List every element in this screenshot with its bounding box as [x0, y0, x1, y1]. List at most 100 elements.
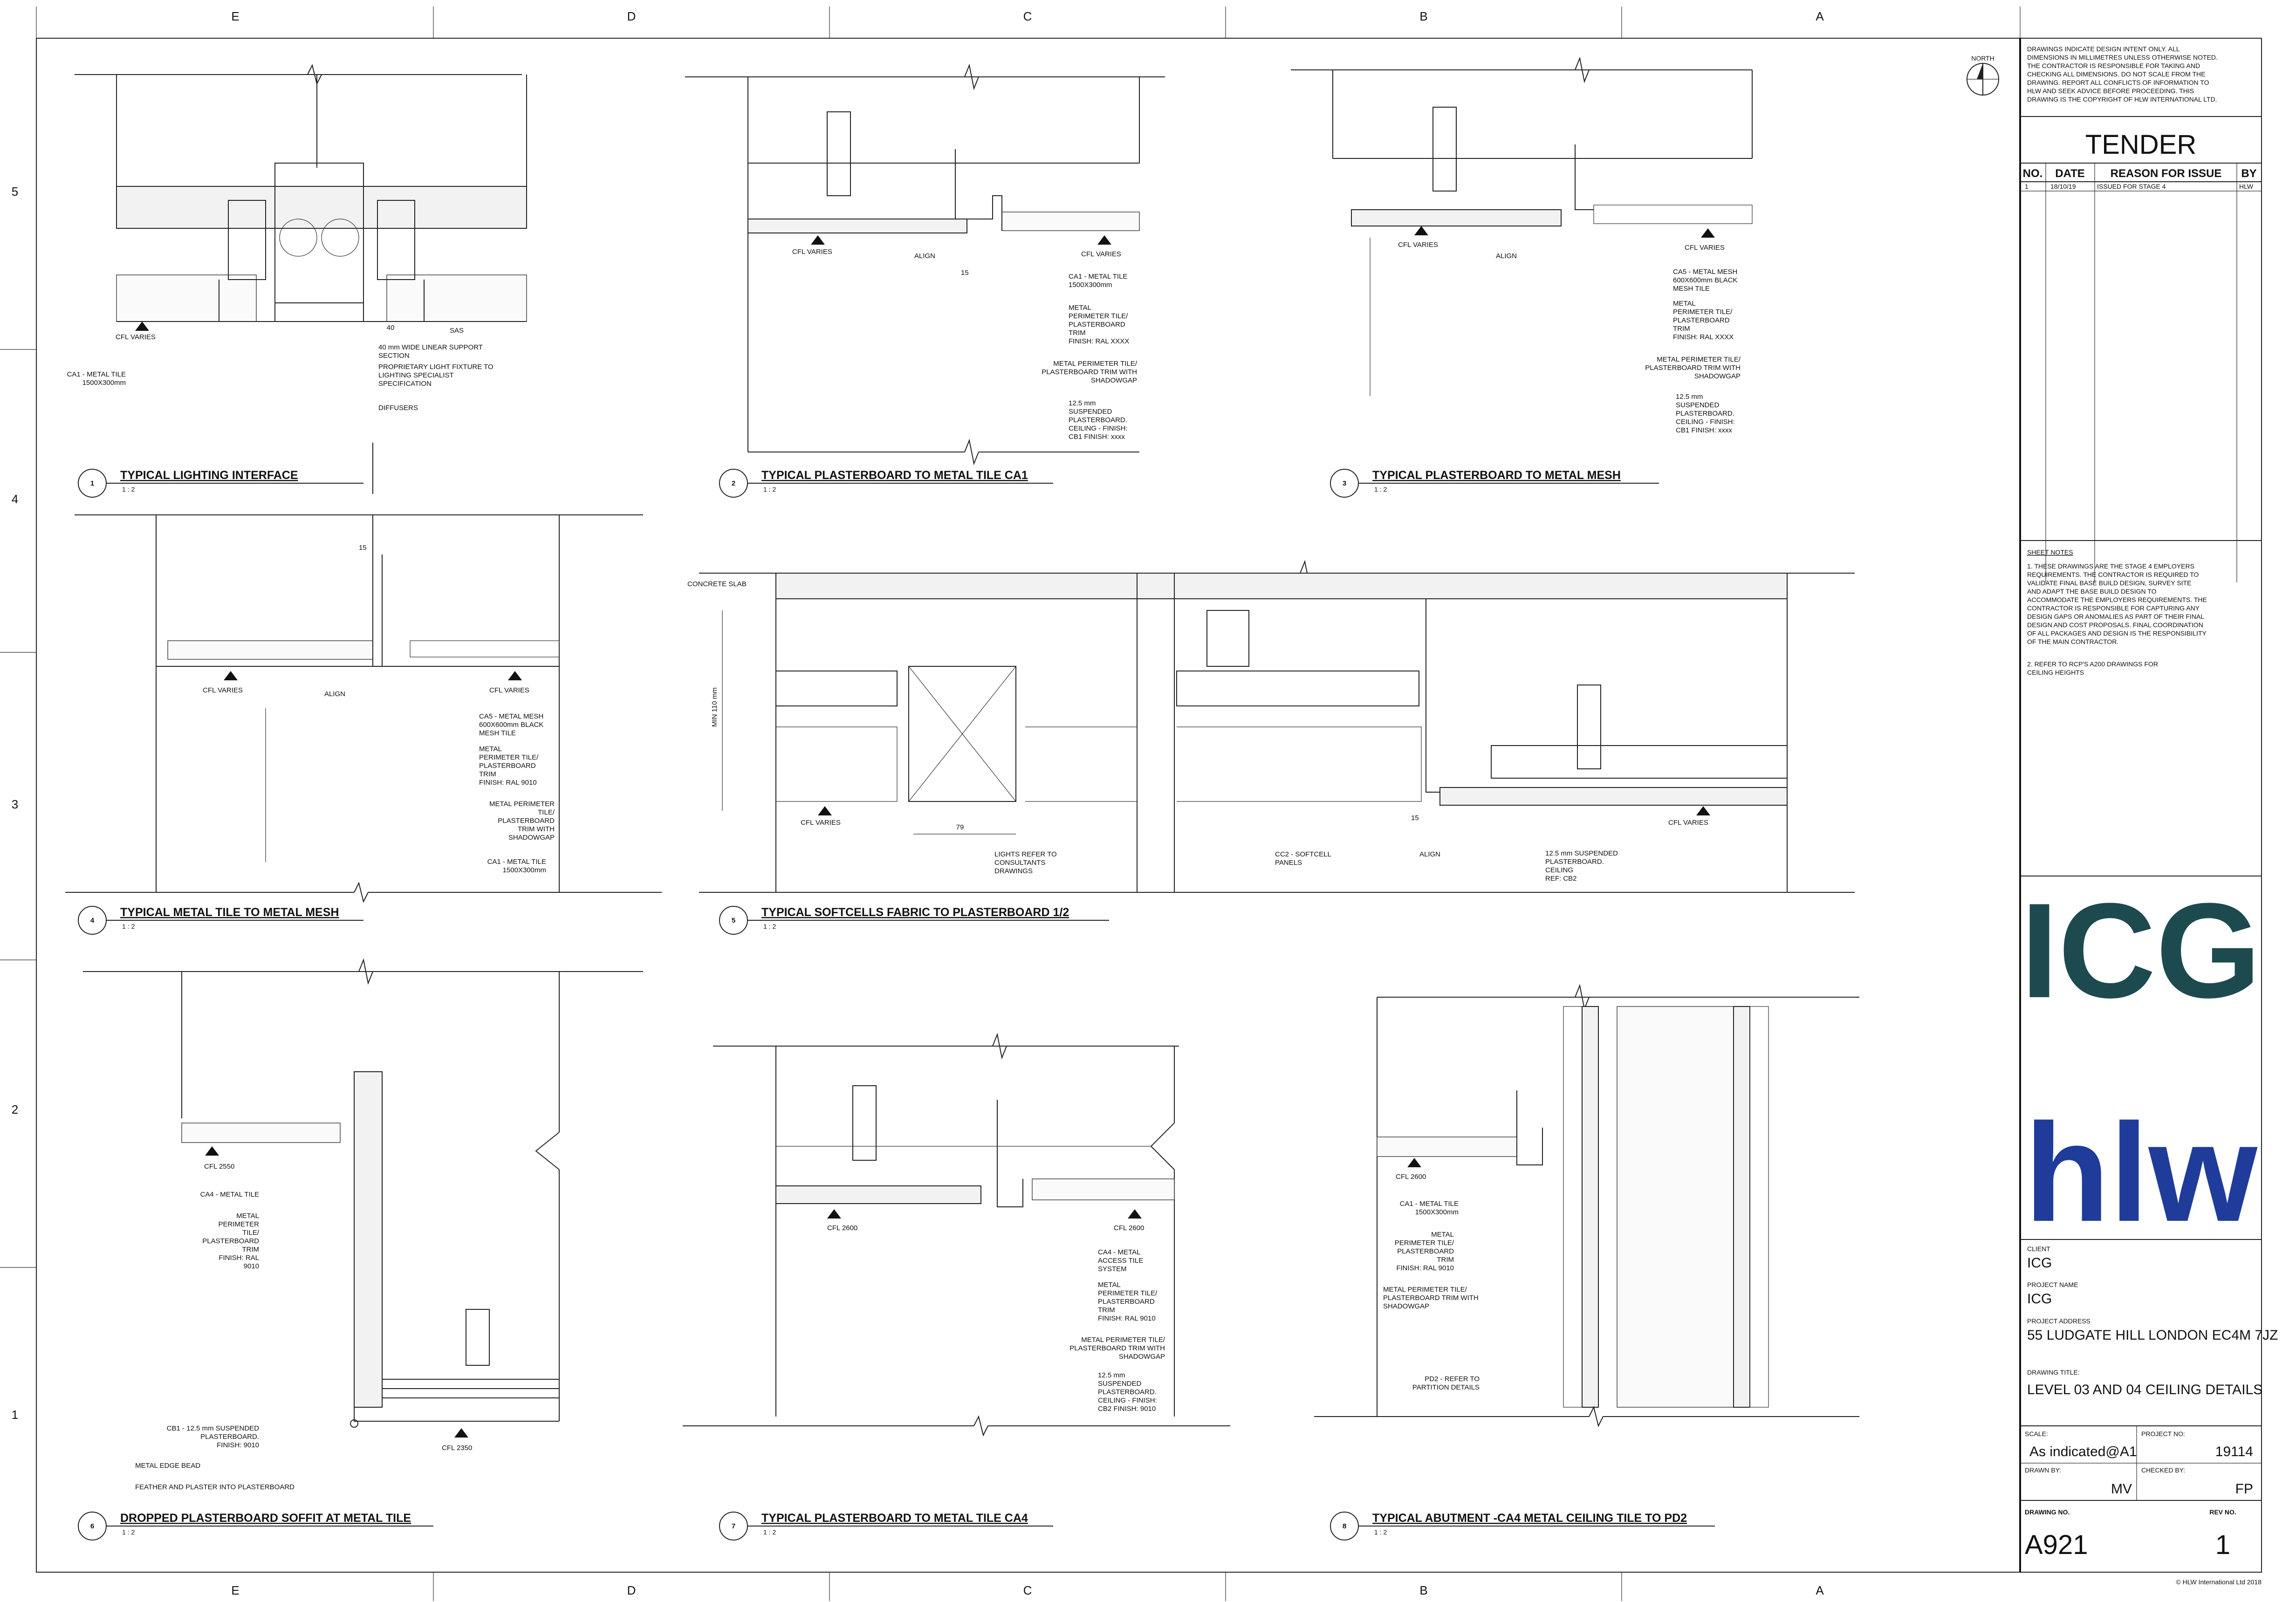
d5-label-consultants: CONSULTANTS — [994, 859, 1045, 867]
grid-row-5: 5 — [12, 185, 18, 199]
d2-label-metal: METAL — [1069, 304, 1091, 312]
tb-client-label: CLIENT — [2027, 1245, 2050, 1253]
detail-2-drawing — [685, 63, 1165, 466]
d7-label-susp: SUSPENDED — [1098, 1380, 1142, 1388]
grid-col-bottom-d: D — [627, 1583, 636, 1597]
d2-label-125: 12.5 mm — [1069, 399, 1096, 407]
d7-title: TYPICAL PLASTERBOARD TO METAL TILE CA4 — [761, 1512, 1028, 1525]
d6-label-pb2: PLASTERBOARD. — [200, 1433, 259, 1441]
d3-label-metal: METAL — [1673, 300, 1696, 308]
tb-drawing-no-label: DRAWING NO. — [2025, 1508, 2070, 1516]
d6-label-feather: FEATHER AND PLASTER INTO PLASTERBOARD — [135, 1483, 295, 1491]
d1-label-ca1-size: 1500X300mm — [82, 379, 126, 387]
d2-label-ca1-size: 1500X300mm — [1069, 281, 1112, 289]
d5-label-cfl-left: CFL VARIES — [801, 819, 841, 827]
grid-col-bottom-b: B — [1419, 1583, 1427, 1597]
d3-label-finish: FINISH: RAL XXXX — [1673, 333, 1734, 341]
north-arrow: NORTH — [1967, 55, 1999, 96]
d1-number: 1 — [90, 479, 94, 487]
grid-col-bottom-a: A — [1816, 1583, 1824, 1597]
d5-scale: 1 : 2 — [763, 923, 776, 930]
tb-rev-1-date: 18/10/19 — [2050, 183, 2076, 190]
d7-label-pb2: PLASTERBOARD. — [1098, 1388, 1157, 1396]
d3-label-cfl-left: CFL VARIES — [1398, 241, 1438, 249]
tb-note-7: DESIGN GAPS OR ANOMALIES AS PART OF THEI… — [2027, 613, 2204, 620]
d8-label-finish: FINISH: RAL 9010 — [1396, 1264, 1454, 1272]
d1-label-lighting: LIGHTING SPECIALIST — [378, 371, 454, 379]
d5-label-min110: MIN 110 mm — [711, 687, 719, 727]
d1-label-40: 40 — [387, 324, 395, 332]
d4-label-ca1-size: 1500X300mm — [503, 866, 546, 874]
d6-label-finish2: FINISH: 9010 — [217, 1441, 259, 1449]
detail-title-1: 1 TYPICAL LIGHTING INTERFACE 1 : 2 — [78, 469, 363, 498]
d4-label-perim: PERIMETER TILE/ — [479, 753, 539, 761]
d5-label-125: 12.5 mm SUSPENDED — [1545, 849, 1618, 857]
tb-rev-1-no: 1 — [2025, 183, 2029, 190]
d8-scale: 1 : 2 — [1374, 1528, 1387, 1536]
tb-status: TENDER — [2085, 130, 2196, 160]
d3-label-align: ALIGN — [1496, 252, 1517, 260]
d7-label-ca4: CA4 - METAL — [1098, 1248, 1140, 1256]
detail-title-2: 2 TYPICAL PLASTERBOARD TO METAL TILE CA1… — [719, 469, 1053, 498]
tb-rev-head-by: BY — [2241, 167, 2256, 180]
d7-label-pb: PLASTERBOARD — [1098, 1298, 1155, 1306]
d3-label-pb: PLASTERBOARD — [1673, 316, 1730, 324]
d4-label-finish: FINISH: RAL 9010 — [479, 779, 537, 787]
d4-label-mp1: METAL PERIMETER — [489, 800, 555, 808]
d7-label-finish: FINISH: RAL 9010 — [1098, 1314, 1156, 1322]
d6-label-tile: TILE/ — [242, 1229, 260, 1237]
copyright: © HLW International Ltd 2018 — [2176, 1578, 2262, 1586]
d2-label-pb2: PLASTERBOARD. — [1069, 416, 1127, 424]
d6-label-edgebead: METAL EDGE BEAD — [135, 1462, 200, 1470]
detail-title-3: 3 TYPICAL PLASTERBOARD TO METAL MESH 1 :… — [1330, 469, 1659, 498]
d5-label-slab: CONCRETE SLAB — [687, 580, 747, 588]
d5-label-lights: LIGHTS REFER TO — [994, 850, 1057, 858]
tb-disclaimer-2: DIMENSIONS IN MILLIMETRES UNLESS OTHERWI… — [2027, 54, 2218, 61]
d4-label-mp5: SHADOWGAP — [508, 834, 555, 842]
tb-rev-no-label: REV NO. — [2209, 1508, 2236, 1516]
tb-disclaimer-1: DRAWINGS INDICATE DESIGN INTENT ONLY. AL… — [2027, 45, 2180, 53]
sheet-border — [36, 38, 2262, 1573]
d6-label-cfl2350: CFL 2350 — [442, 1444, 472, 1452]
d4-scale: 1 : 2 — [122, 923, 135, 930]
d1-label-sas: SAS — [450, 327, 464, 335]
d1-label-ca1: CA1 - METAL TILE — [67, 370, 126, 378]
d2-label-susp: SUSPENDED — [1069, 408, 1112, 416]
d3-label-pb2: PLASTERBOARD. — [1676, 410, 1734, 418]
tb-disclaimer-4: CHECKING ALL DIMENSIONS. DO NOT SCALE FR… — [2027, 70, 2205, 78]
d2-label-ca1: CA1 - METAL TILE — [1069, 273, 1127, 281]
d4-label-ca5: CA5 - METAL MESH — [479, 712, 543, 720]
d4-label-trim: TRIM — [479, 770, 496, 778]
grid-col-top-a: A — [1816, 9, 1824, 23]
d7-scale: 1 : 2 — [763, 1528, 776, 1536]
d5-label-align: ALIGN — [1419, 850, 1440, 858]
d2-label-finish: FINISH: RAL XXXX — [1069, 337, 1129, 345]
d5-label-cb2: REF: CB2 — [1545, 875, 1577, 883]
tb-drawing-title: LEVEL 03 AND 04 CEILING DETAILS — [2027, 1382, 2262, 1397]
d4-label-align: ALIGN — [324, 690, 345, 698]
d2-label-perim: PERIMETER TILE/ — [1069, 312, 1128, 320]
tb-checked-by-label: CHECKED BY: — [2141, 1466, 2185, 1474]
d6-label-pb: PLASTERBOARD — [202, 1237, 259, 1245]
tb-note-6: CONTRACTOR IS RESPONSIBLE FOR CAPTURING … — [2027, 604, 2200, 612]
title-block: DRAWINGS INDICATE DESIGN INTENT ONLY. AL… — [2020, 45, 2278, 1560]
d5-label-drawings: DRAWINGS — [994, 867, 1033, 875]
d6-label-trim: TRIM — [242, 1246, 259, 1253]
d7-label-cb2: CB2 FINISH: 9010 — [1098, 1405, 1156, 1413]
d7-label-125: 12.5 mm — [1098, 1371, 1125, 1379]
d2-label-shadow2: PLASTERBOARD TRIM WITH — [1042, 368, 1137, 376]
tb-project-name-label: PROJECT NAME — [2027, 1281, 2078, 1288]
d2-label-cb1: CB1 FINISH: xxxx — [1069, 433, 1125, 441]
tb-disclaimer-5: DRAWING. REPORT ALL CONFLICTS OF INFORMA… — [2027, 79, 2209, 86]
grid-col-top-e: E — [231, 9, 239, 23]
d3-label-125: 12.5 mm — [1676, 393, 1703, 401]
tb-rev-head-date: DATE — [2055, 167, 2085, 180]
d1-label-section: SECTION — [378, 352, 410, 360]
d6-label-9010: 9010 — [244, 1262, 259, 1270]
tb-scale-label: SCALE: — [2025, 1430, 2048, 1438]
d1-label-fixture: PROPRIETARY LIGHT FIXTURE TO — [378, 363, 493, 371]
d7-label-shadow3: SHADOWGAP — [1119, 1353, 1165, 1361]
d4-label-pb: PLASTERBOARD — [479, 762, 536, 770]
d3-label-trim: TRIM — [1673, 325, 1690, 333]
d8-label-metal: METAL — [1431, 1231, 1454, 1239]
